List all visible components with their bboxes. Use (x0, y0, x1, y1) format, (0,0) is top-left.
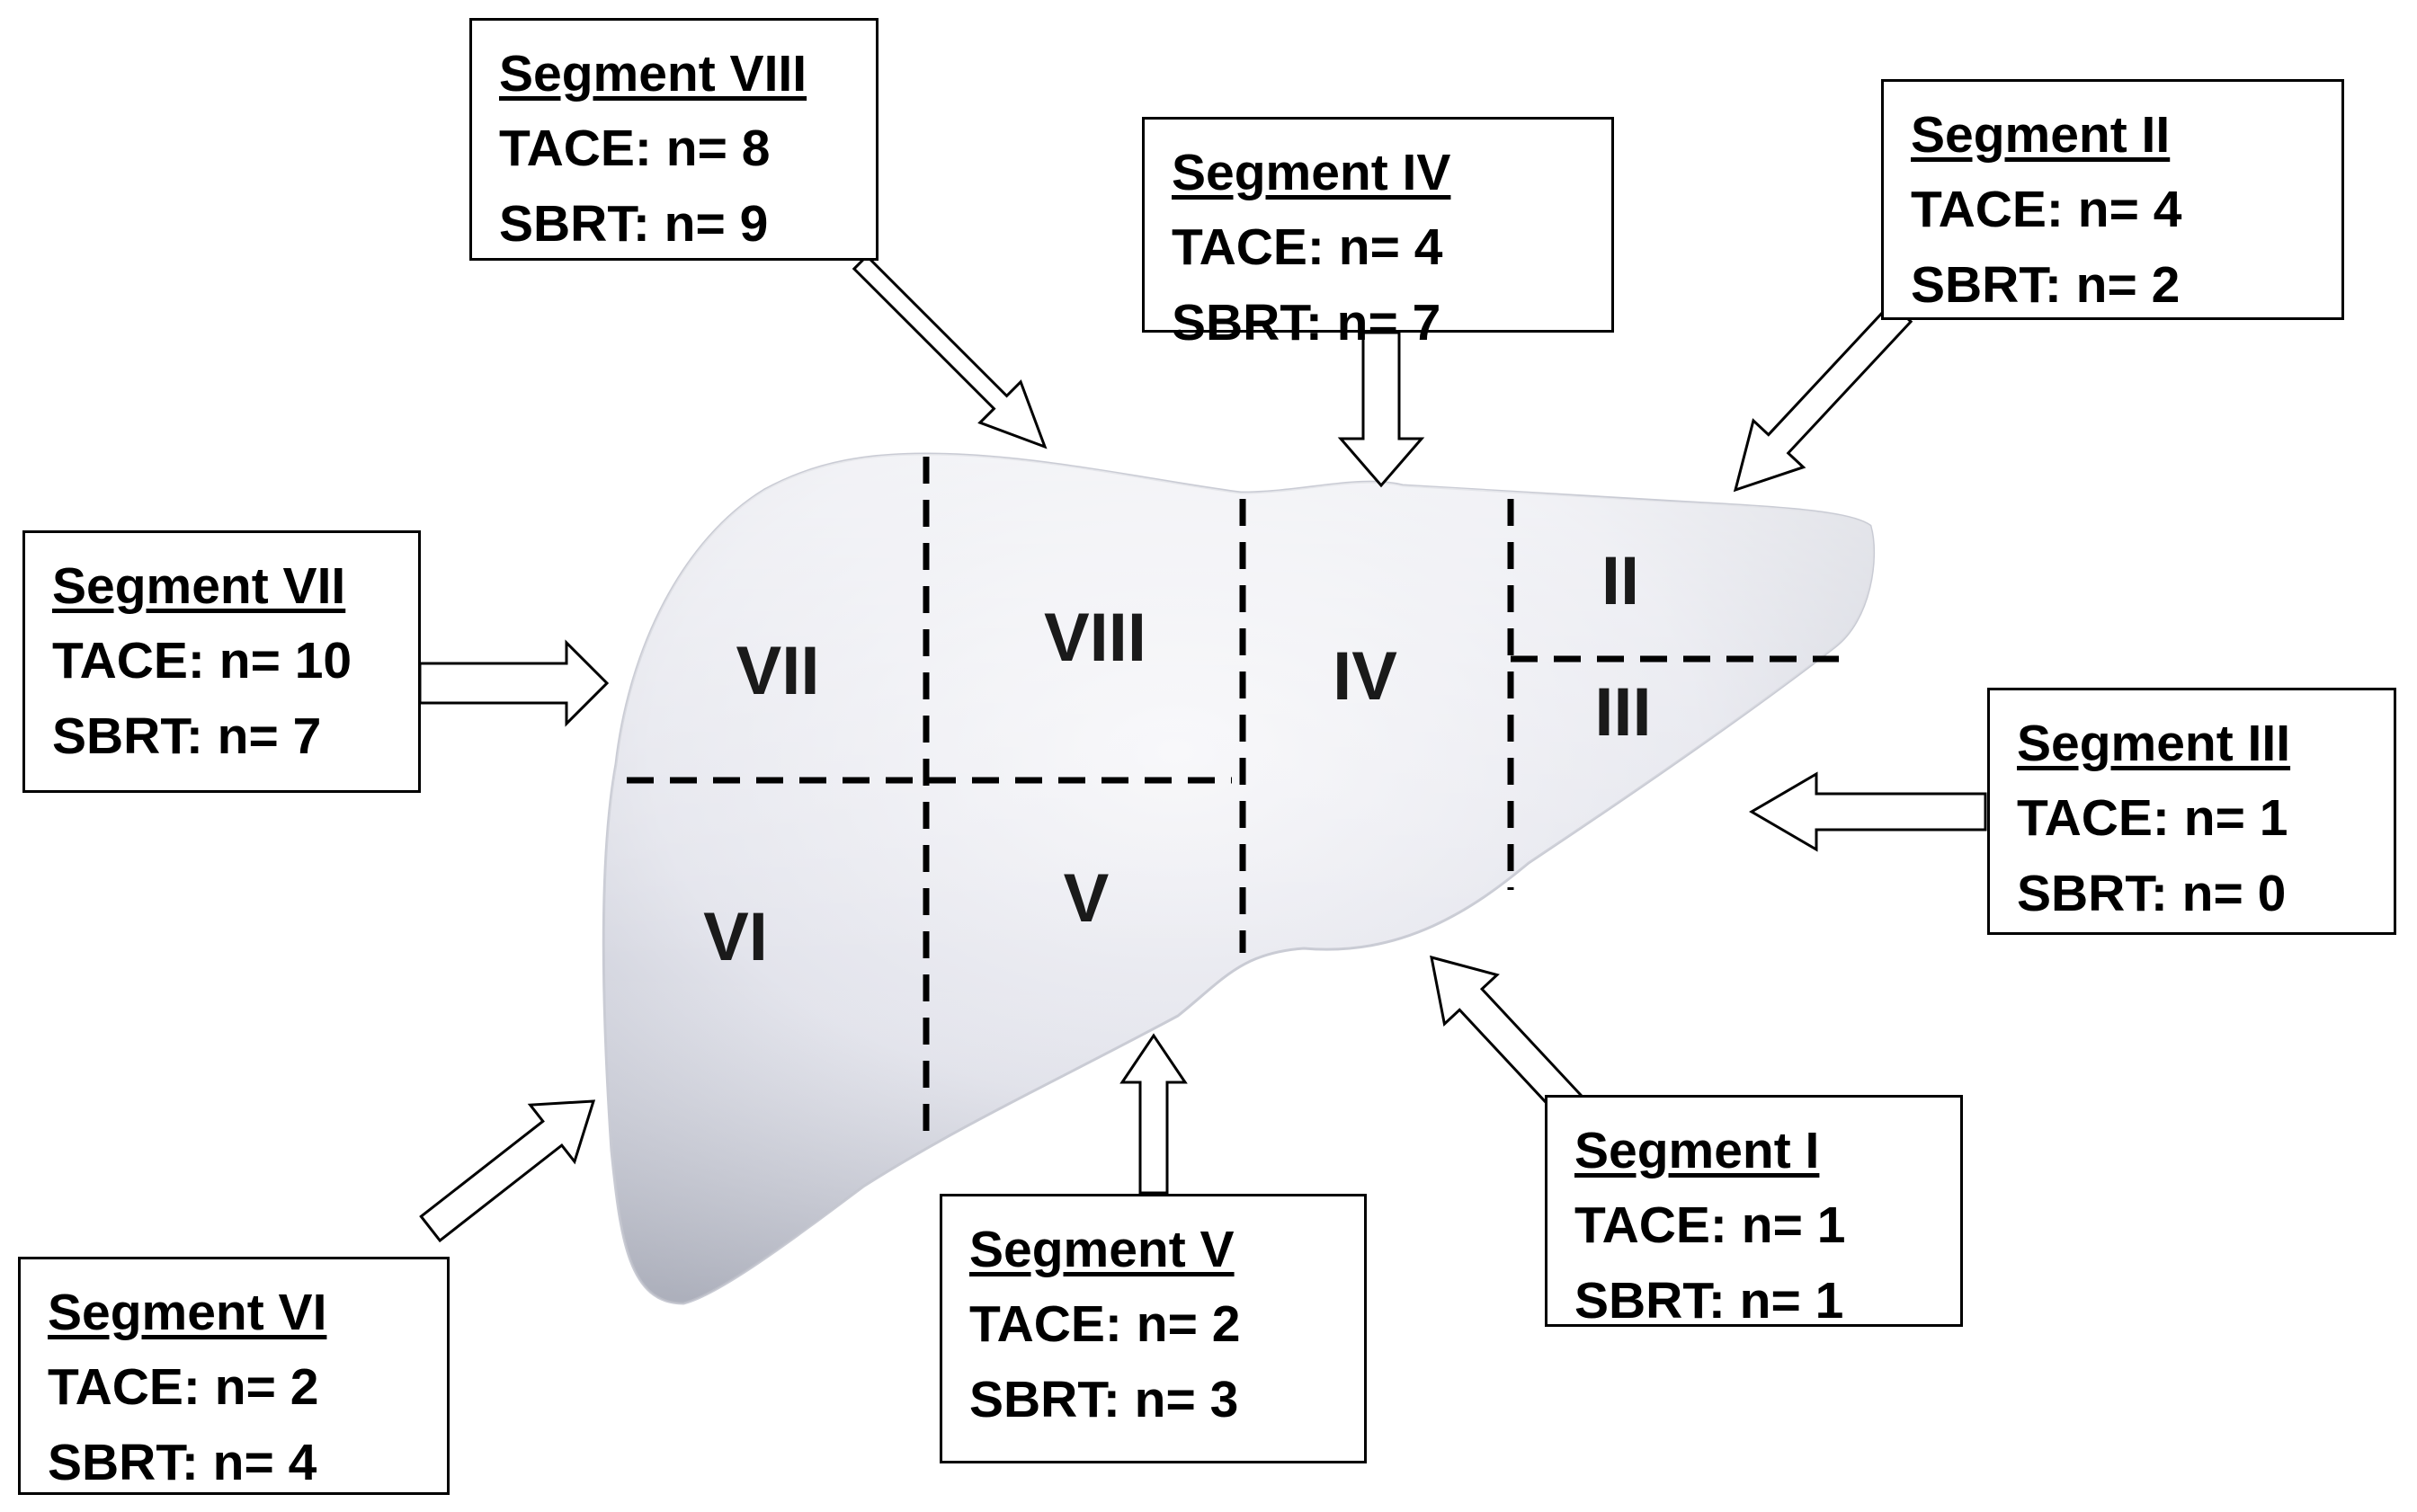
liver-label-iii: III (1594, 674, 1651, 751)
tace-count: TACE: n= 1 (2017, 789, 2288, 847)
tace-count: TACE: n= 4 (1172, 218, 1443, 276)
arrow-segment-v (1119, 1033, 1188, 1195)
box-segment-iv: Segment IV TACE: n= 4 SBRT: n= 7 (1142, 117, 1614, 351)
liver-label-v: V (1064, 860, 1110, 937)
box-segment-viii: Segment VIII TACE: n= 8 SBRT: n= 9 (469, 18, 879, 261)
sbrt-count: SBRT: n= 3 (969, 1371, 1239, 1428)
sbrt-count: SBRT: n= 0 (2017, 865, 2287, 922)
sbrt-count: SBRT: n= 1 (1574, 1272, 1844, 1330)
liver-label-iv: IV (1333, 638, 1397, 715)
sbrt-count: SBRT: n= 7 (52, 707, 322, 765)
box-title: Segment I (1574, 1122, 1820, 1179)
sbrt-count: SBRT: n= 7 (1172, 294, 1441, 351)
tace-count: TACE: n= 2 (969, 1295, 1241, 1353)
arrow-segment-viii (852, 253, 1048, 449)
segment-boundaries (627, 457, 1839, 1133)
pointer-arrows (418, 253, 1987, 1243)
sbrt-count: SBRT: n= 2 (1911, 256, 2181, 314)
box-segment-vi: Segment VI TACE: n= 2 SBRT: n= 4 (18, 1257, 450, 1495)
arrow-segment-iii (1749, 771, 1987, 852)
box-segment-v: Segment V TACE: n= 2 SBRT: n= 3 (940, 1194, 1367, 1463)
arrow-segment-vii (418, 639, 610, 727)
box-segment-iii: Segment III TACE: n= 1 SBRT: n= 0 (1987, 688, 2396, 935)
tace-count: TACE: n= 8 (499, 120, 771, 177)
box-title: Segment II (1911, 106, 2171, 164)
tace-count: TACE: n= 10 (52, 632, 352, 689)
box-title: Segment VIII (499, 45, 807, 102)
tace-count: TACE: n= 1 (1574, 1196, 1846, 1254)
box-title: Segment VI (48, 1284, 327, 1341)
tace-count: TACE: n= 4 (1911, 181, 2182, 238)
box-title: Segment III (2017, 715, 2291, 772)
liver-label-ii: II (1601, 543, 1639, 619)
tace-count: TACE: n= 2 (48, 1358, 319, 1416)
liver-shading (603, 454, 1874, 1303)
liver-label-vi: VI (703, 899, 768, 975)
liver-label-viii: VIII (1044, 600, 1146, 676)
box-segment-i: Segment I TACE: n= 1 SBRT: n= 1 (1545, 1095, 1963, 1330)
sbrt-count: SBRT: n= 4 (48, 1434, 317, 1491)
box-title: Segment V (969, 1221, 1235, 1278)
box-segment-ii: Segment II TACE: n= 4 SBRT: n= 2 (1881, 79, 2344, 320)
arrow-segment-iv (1337, 331, 1425, 488)
liver-label-vii: VII (736, 633, 820, 709)
box-segment-vii: Segment VII TACE: n= 10 SBRT: n= 7 (22, 530, 421, 793)
arrow-segment-vi (419, 1099, 596, 1243)
arrow-segment-ii (1733, 301, 1913, 493)
sbrt-count: SBRT: n= 9 (499, 195, 769, 253)
arrow-segment-i (1430, 955, 1586, 1121)
box-title: Segment VII (52, 557, 346, 615)
box-title: Segment IV (1172, 144, 1451, 201)
